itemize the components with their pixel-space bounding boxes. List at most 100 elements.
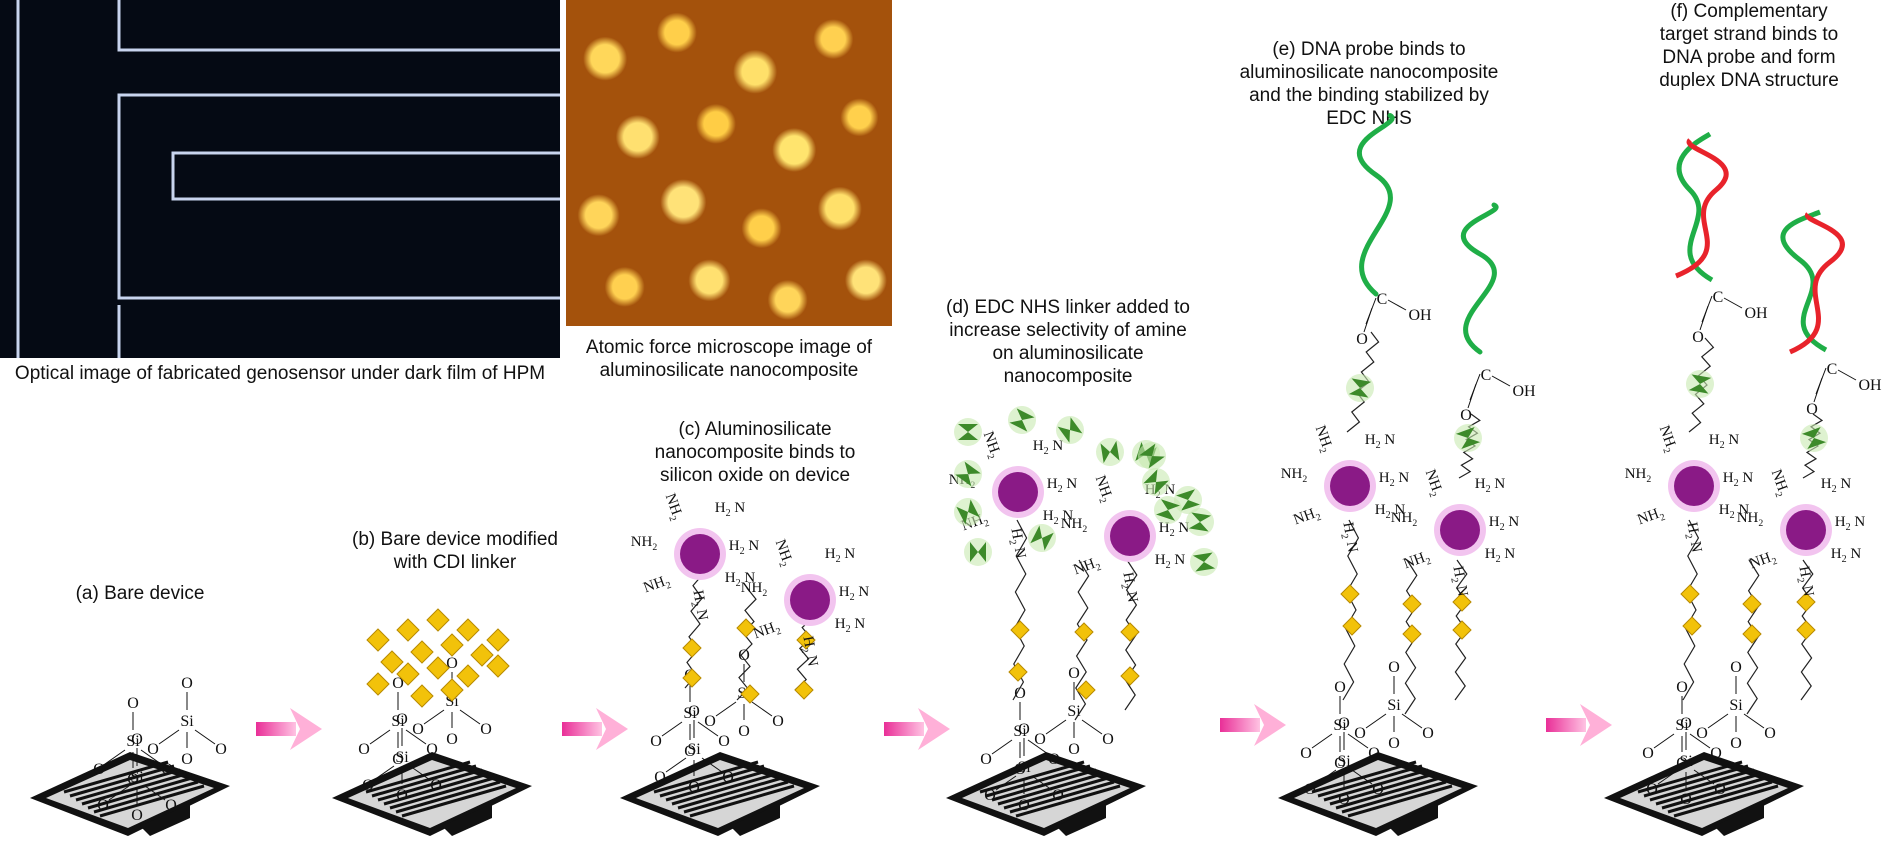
bond (144, 785, 166, 801)
edc-nhs-linker (1138, 442, 1166, 470)
bond (1693, 769, 1715, 785)
oxygen-label: O (1388, 659, 1400, 676)
step-f-line1: (f) Complementary (1670, 1, 1828, 22)
bond (1081, 719, 1103, 735)
h2n-label: H2 N (1709, 432, 1740, 451)
edc-shape (1057, 417, 1083, 443)
alkyl-chain (1342, 519, 1360, 701)
oxygen-label: O (1692, 329, 1704, 346)
hydroxyl-label: OH (1744, 305, 1768, 322)
step-b-line1: (b) Bare device modified (352, 529, 558, 550)
step-c-line1: (c) Aluminosilicate (678, 419, 832, 440)
oxygen-label: O (396, 787, 408, 804)
edc-shape (1100, 440, 1120, 464)
cdi-linker (1452, 620, 1472, 640)
electrode-finger (99, 784, 205, 818)
bond (104, 749, 126, 765)
cdi-linker (682, 638, 702, 658)
bond (1689, 733, 1711, 749)
nh2-label: NH2 (1747, 548, 1779, 575)
oxygen-label: O (181, 751, 193, 768)
electrode-finger (1341, 780, 1447, 814)
dna-strand (1460, 202, 1499, 355)
bond (1743, 713, 1765, 729)
nh2-label: NH2 (1281, 466, 1308, 485)
cdi-linker (1076, 680, 1096, 700)
step-e-caption: (e) DNA probe binds to aluminosilicate n… (1214, 38, 1524, 130)
h2n-label: H2 N (1336, 521, 1360, 554)
electrode-finger (1673, 784, 1779, 818)
step-a-caption: (a) Bare device (40, 582, 240, 605)
step-f-line3: DNA probe and form (1662, 47, 1836, 68)
edc-shape (955, 461, 981, 487)
oxygen-label: O (1052, 787, 1064, 804)
edc-shape (1188, 512, 1212, 532)
oxygen-label: O (684, 743, 696, 760)
oxygen-label: O (1680, 791, 1692, 808)
step-d-line3: on aluminosilicate (992, 343, 1144, 364)
electrode-finger (1323, 768, 1429, 802)
aluminosilicate-nanoparticle (790, 580, 830, 620)
aluminosilicate-nanoparticle (680, 534, 720, 574)
electrode-finger (665, 768, 771, 802)
h2n-label: H2 N (1792, 565, 1816, 598)
device-chip (1604, 752, 1804, 836)
afm-caption: Atomic force microscope image of alumino… (566, 336, 892, 382)
step-d-caption: (d) EDC NHS linker added to increase sel… (918, 296, 1218, 388)
edc-nhs-linker (1008, 406, 1036, 434)
cdi-linker (682, 668, 702, 688)
oxygen-label: O (131, 807, 143, 824)
h2n-label: H2 N (1821, 476, 1852, 495)
edc-nhs-linker (1028, 524, 1056, 552)
carbon-label: C (1377, 291, 1388, 308)
oxygen-label: O (1034, 731, 1046, 748)
edc-shape (1176, 489, 1200, 511)
oxygen-label: O (1102, 731, 1114, 748)
nh2-label: NH2 (659, 491, 686, 523)
si-label: Si (1017, 759, 1031, 776)
bond (751, 701, 773, 717)
oxygen-label: O (738, 723, 750, 740)
edc-shape (970, 542, 986, 562)
nh2-label: NH2 (1071, 554, 1103, 581)
electrode-finger (1643, 764, 1749, 798)
oxygen-label: O (722, 769, 734, 786)
oxygen-label: O (1764, 725, 1776, 742)
cdi-linker (366, 628, 390, 652)
electrode-pattern (16, 0, 560, 358)
si-label: Si (395, 749, 409, 766)
device-chip (946, 752, 1146, 836)
electrode-finger (389, 776, 495, 810)
nh2-label: NH2 (641, 572, 673, 599)
electrode-finger (1329, 772, 1435, 806)
oxygen-label: O (1014, 685, 1026, 702)
edc-shape (1030, 525, 1054, 551)
si-label: Si (1333, 717, 1347, 734)
oxygen-label: O (1304, 781, 1316, 798)
electrode-finger (63, 760, 169, 794)
aluminosilicate-nanoparticle (1674, 466, 1714, 506)
arrow-b-c (562, 708, 628, 750)
si-label: Si (1675, 717, 1689, 734)
bond (108, 785, 130, 801)
bond (1723, 297, 1743, 309)
oxygen-label: O (358, 741, 370, 758)
bond (1837, 369, 1857, 381)
cdi-linker (1120, 622, 1140, 642)
oxygen-label: O (147, 741, 159, 758)
electrode-finger (1637, 760, 1743, 794)
edc-nhs-linker (1190, 548, 1218, 576)
bond (1363, 307, 1373, 333)
oxygen-label: O (1372, 781, 1384, 798)
nh2-label: NH2 (1635, 504, 1667, 531)
h2n-label: H2 N (825, 546, 856, 565)
edc-nhs-linker (1346, 374, 1374, 402)
h2n-label: H2 N (1033, 438, 1064, 457)
electrode-finger (979, 760, 1085, 794)
oxygen-label: O (984, 787, 996, 804)
bond (1311, 733, 1333, 749)
bond (1347, 733, 1369, 749)
oxygen-label: O (1646, 781, 1658, 798)
